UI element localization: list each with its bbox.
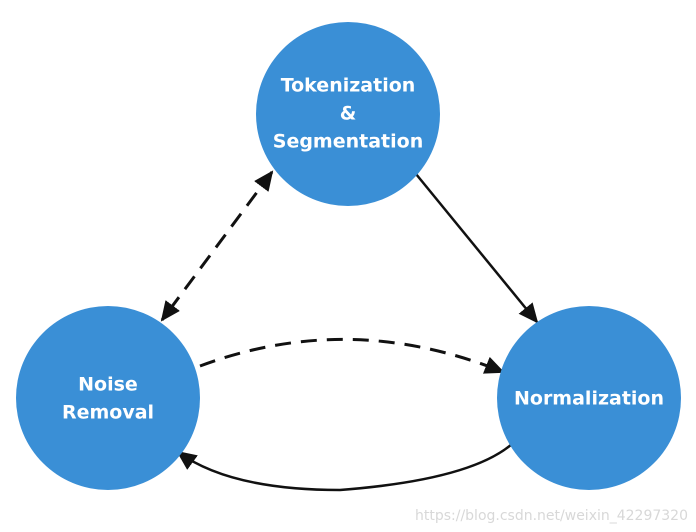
watermark-text: https://blog.csdn.net/weixin_42297320: [415, 508, 688, 524]
node-label-line: Noise: [78, 374, 138, 396]
node-noise-removal: Noise Removal: [16, 306, 200, 490]
edges: [160, 170, 539, 492]
node-circle: [497, 306, 681, 490]
node-tokenization-segmentation: Tokenization & Segmentation: [256, 22, 440, 206]
edge-noise-removal-normalization: [199, 338, 505, 374]
node-circle: [16, 306, 200, 490]
node-label-line: Normalization: [514, 388, 664, 410]
node-circle: [256, 22, 440, 206]
node-label-line: &: [340, 103, 357, 125]
node-label-line: Segmentation: [273, 131, 423, 153]
edge-tokenization-noise-removal: [160, 170, 274, 322]
node-label-line: Tokenization: [281, 75, 416, 97]
edge-normalization-noise-removal: [176, 443, 513, 492]
node-normalization: Normalization: [497, 306, 681, 490]
node-label-line: Removal: [62, 402, 154, 424]
edge-tokenization-normalization: [415, 173, 539, 324]
